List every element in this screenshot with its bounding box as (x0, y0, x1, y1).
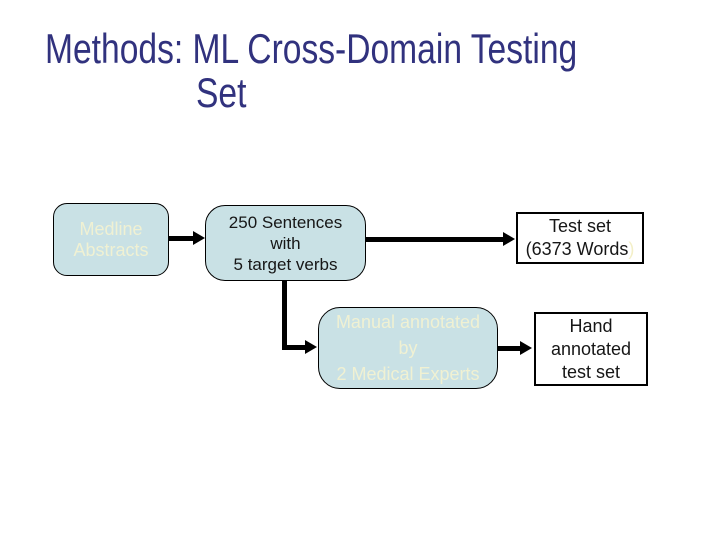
node-label-line: Test set (548, 216, 612, 236)
node-label-line: 5 target verbs (233, 254, 338, 274)
node-label-line: Abstracts (73, 239, 149, 260)
node-label-line: (6373 Words) (526, 238, 635, 261)
node-manual-annotated: Manual annotated by 2 Medical Experts (318, 307, 498, 389)
node-label-line: 2 Medical Experts (336, 364, 480, 384)
node-label-line: with (270, 233, 301, 253)
node-label-line: Hand (569, 315, 613, 336)
node-label-line: Medline (79, 218, 143, 239)
node-label-line: annotated (550, 338, 632, 359)
connector-sentences-to-testset (365, 237, 504, 242)
node-hand-annotated-test-set: Hand annotated test set (534, 312, 648, 386)
slide-title-line1: Methods: ML Cross-Domain Testing (45, 25, 578, 72)
connector-manual-to-hand (497, 346, 521, 351)
arrowhead-icon (503, 232, 515, 246)
connector-sentences-to-manual-vertical (282, 281, 287, 350)
node-label-line: test set (561, 361, 621, 382)
connector-sentences-to-manual-horizontal (282, 345, 306, 350)
node-label-text: (6373 Words (525, 239, 629, 259)
arrowhead-icon (305, 340, 317, 354)
node-250-sentences: 250 Sentences with 5 target verbs (205, 205, 366, 281)
node-test-set: Test set (6373 Words) (516, 212, 644, 264)
arrowhead-icon (193, 231, 205, 245)
arrowhead-icon (520, 341, 532, 355)
faint-closing-paren: ) (628, 239, 635, 259)
slide-title-line2: Set (196, 69, 247, 116)
node-label-line: Manual annotated (335, 312, 481, 332)
connector-medline-to-sentences (168, 236, 194, 241)
node-label-line: by (398, 338, 418, 358)
node-label-line: 250 Sentences (228, 212, 343, 232)
node-medline-abstracts: Medline Abstracts (53, 203, 169, 276)
